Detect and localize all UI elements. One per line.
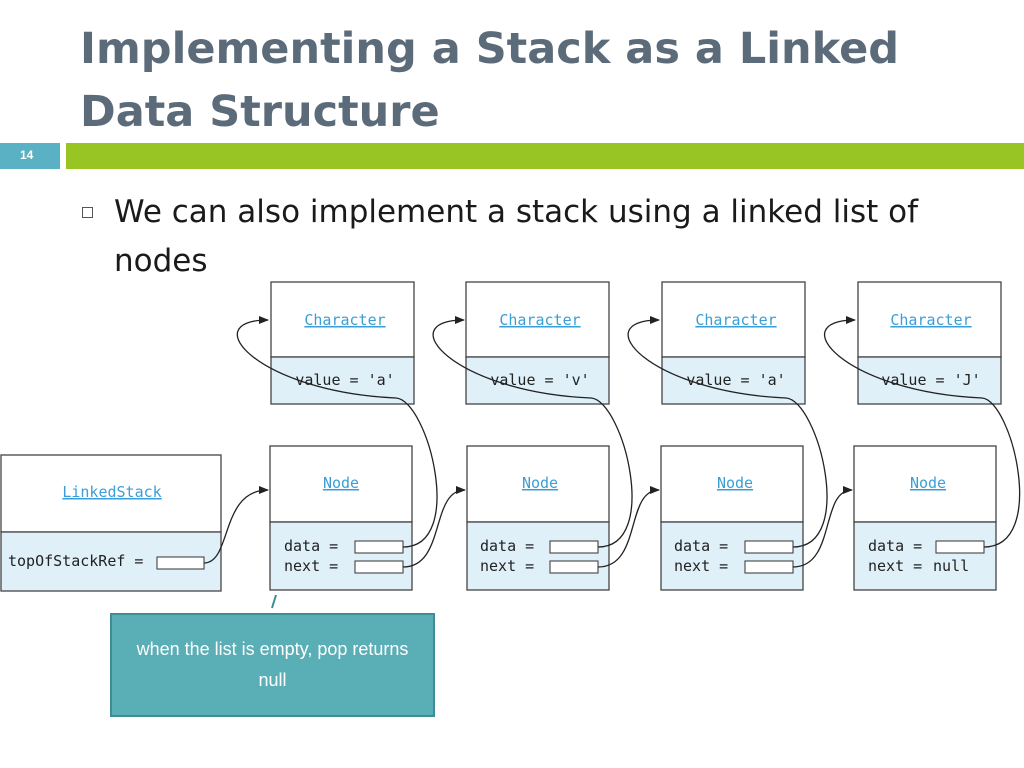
node-data-slot [744,540,794,554]
node-data-label: data = [284,537,338,555]
character-value-field: value = 'a' [686,371,785,389]
next-ref-arrow-2 [597,486,660,568]
character-value-field: value = 'J' [881,371,980,389]
character-value-field: value = 'v' [490,371,589,389]
node-data-label: data = [480,537,534,555]
data-ref-arrow-2 [432,316,633,548]
title-rule [66,143,1024,169]
top-of-stack-ref-slot [156,556,205,570]
slide-title: Implementing a Stack as a Linked Data St… [80,24,900,137]
node-box-3: Node data = next = [660,445,804,591]
node-data-label: data = [868,537,922,555]
character-box-4: Character value = 'J' [857,281,1002,405]
node-next-slot [549,560,599,574]
callout-empty-pop: when the list is empty, pop returns null [110,613,435,717]
node-next-label: next = [480,557,534,575]
next-ref-arrow-3 [792,486,853,568]
data-ref-arrow-1 [236,316,438,548]
linked-stack-box: LinkedStack topOfStackRef = [0,454,222,592]
node-class-label: Node [522,474,558,492]
data-ref-arrow-4 [823,316,1021,548]
next-ref-arrow-1 [402,486,466,568]
character-box-2: Character value = 'v' [465,281,610,405]
data-ref-arrow-3 [627,316,828,548]
slide-number: 14 [0,143,60,169]
node-box-2: Node data = next = [466,445,610,591]
node-box-4: Node data = next = null [853,445,997,591]
linked-stack-class-label: LinkedStack [62,483,161,501]
node-next-value: null [933,557,969,575]
node-data-slot [354,540,404,554]
node-next-slot [744,560,794,574]
character-class-label: Character [890,311,971,329]
node-data-slot [549,540,599,554]
node-next-label: next = [674,557,728,575]
bullet-text: We can also implement a stack using a li… [114,194,919,279]
node-next-label: next = [868,557,922,575]
node-class-label: Node [910,474,946,492]
top-of-stack-ref-label: topOfStackRef = [8,552,143,570]
node-next-label: next = [284,557,338,575]
callout-text: when the list is empty, pop returns null [136,639,409,690]
node-class-label: Node [323,474,359,492]
bullet-marker [82,207,93,218]
node-box-1: Node data = next = [269,445,413,591]
node-next-slot [354,560,404,574]
node-class-label: Node [717,474,753,492]
node-data-label: data = [674,537,728,555]
character-class-label: Character [499,311,580,329]
reference-arrows [203,316,1021,568]
character-box-1: Character value = 'a' [270,281,415,405]
top-ref-arrow [203,486,269,564]
character-box-3: Character value = 'a' [661,281,806,405]
character-class-label: Character [695,311,776,329]
character-class-label: Character [304,311,385,329]
character-value-field: value = 'a' [295,371,394,389]
callout-pointer [271,594,277,609]
node-data-slot [935,540,985,554]
